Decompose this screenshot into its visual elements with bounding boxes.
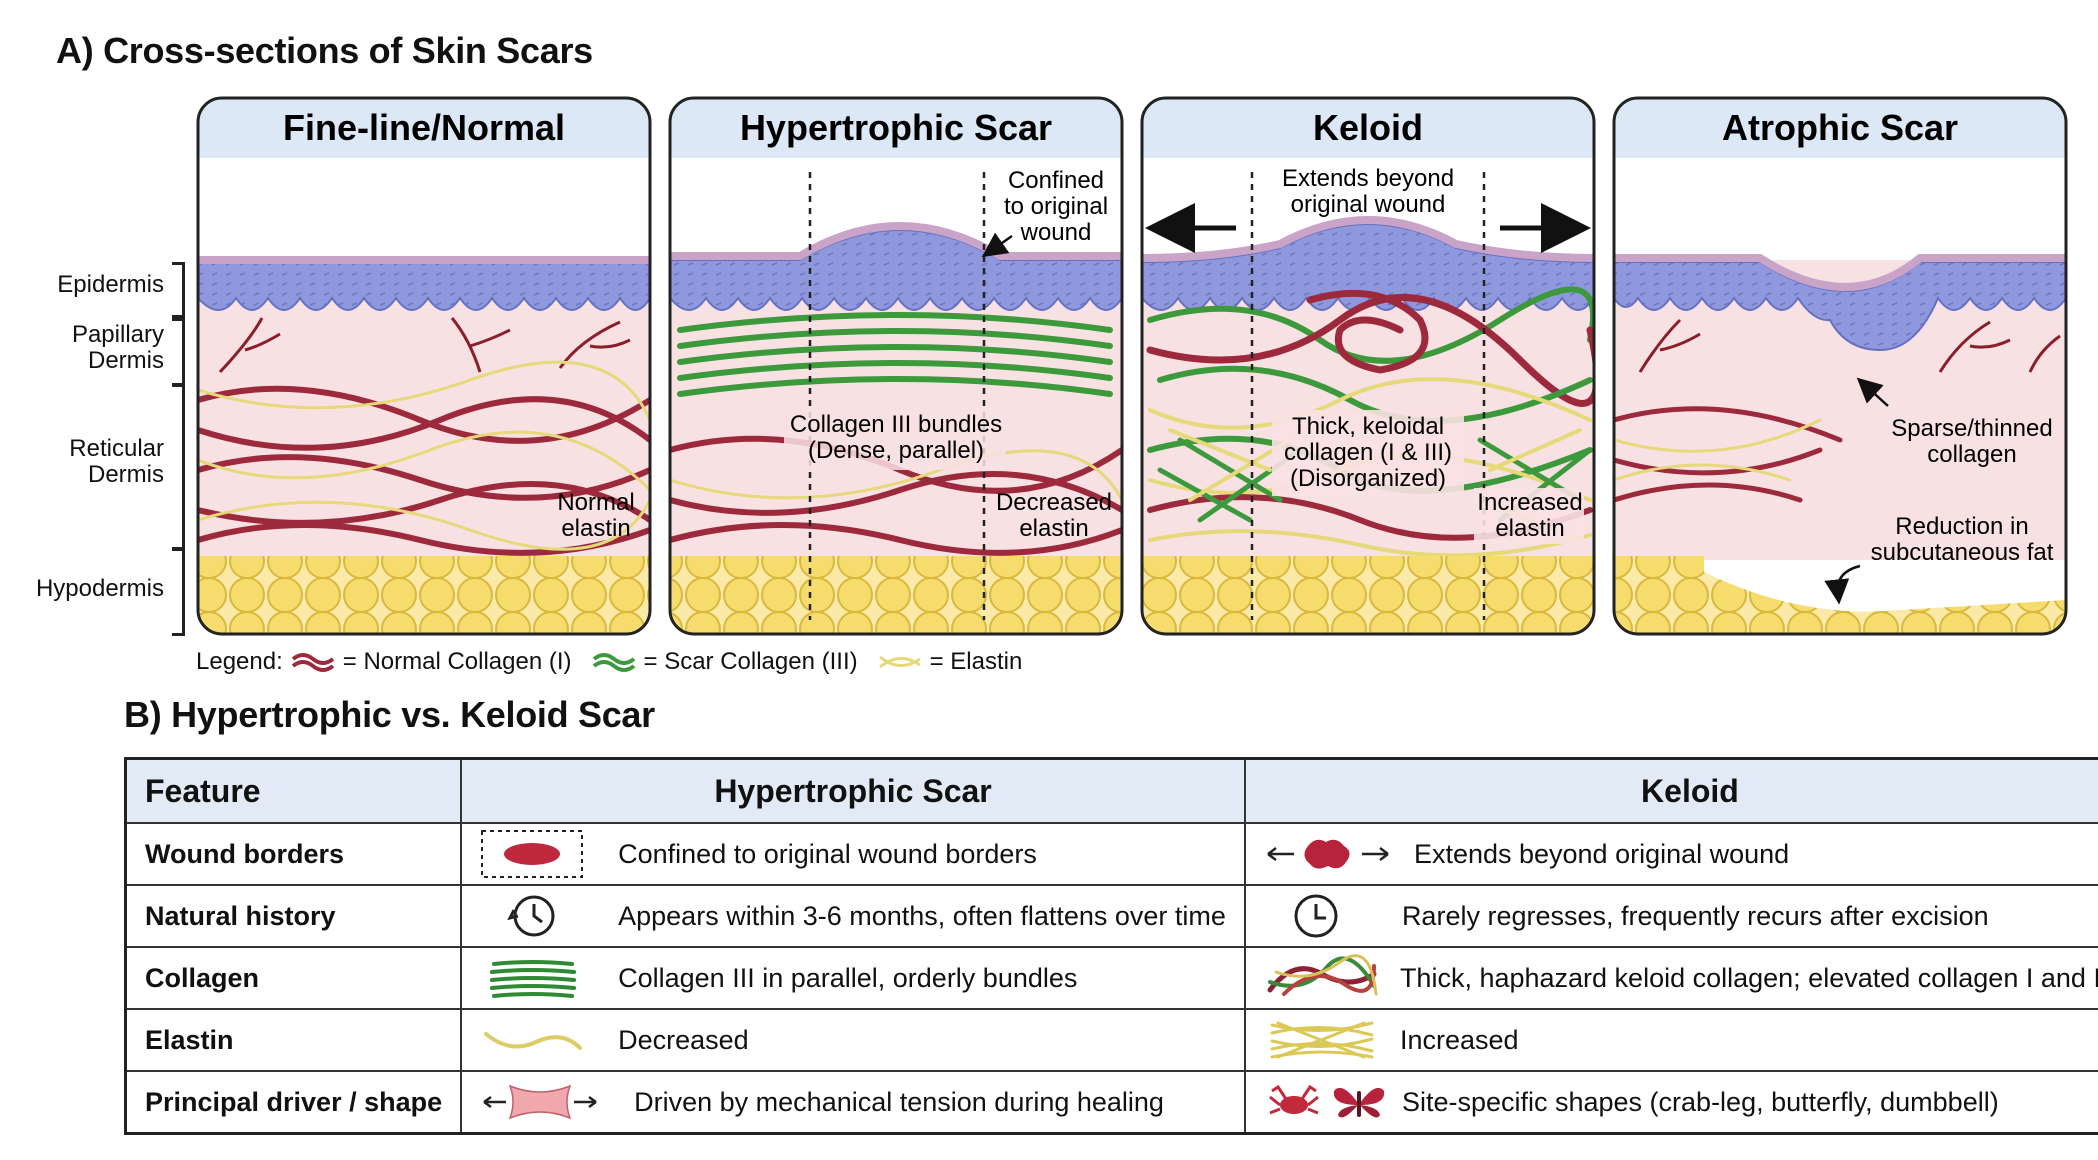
table-row: Natural history Appears within 3-6 month… [126,885,2098,947]
annotation-normal-elastin-1: Normal [557,489,634,516]
annotation-confined-3: wound [1020,219,1092,246]
comparison-table: Feature Hypertrophic Scar Keloid Wound b… [124,757,2098,1135]
annotation-fat-reduction-2: subcutaneous fat [1871,539,2054,566]
cross-section-figure: Fine-line/Normal Normal elastin Hypertro… [0,0,2098,680]
legend: Legend: = Normal Collagen (I) = Scar Col… [196,648,1022,676]
annotation-decreased-elastin-1: Decreased [996,489,1112,516]
header-keloid: Keloid [1245,759,2098,824]
panel-title-atrophic: Atrophic Scar [1722,107,1958,148]
clock-icon [1264,892,1368,940]
hypertrophic-cell: Confined to original wound borders [461,823,1245,885]
butterfly-icon [1334,1088,1384,1118]
table-row: Principal driver / shape Driven by mecha… [126,1071,2098,1134]
header-feature: Feature [126,759,462,824]
annotation-extends-2: original wound [1291,191,1446,218]
table-row: Elastin Decreased Increased [126,1009,2098,1071]
panel-title-normal: Fine-line/Normal [283,107,565,148]
feature-cell: Elastin [126,1009,462,1071]
annotation-increased-elastin-2: elastin [1495,515,1564,542]
keloid-cell: Rarely regresses, frequently recurs afte… [1245,885,2098,947]
annotation-increased-elastin-1: Increased [1477,489,1582,516]
section-b-title: B) Hypertrophic vs. Keloid Scar [124,694,655,736]
legend-elastin: = Elastin [930,648,1023,676]
legend-scar-collagen: = Scar Collagen (III) [644,648,858,676]
elastin-swatch-icon [878,651,922,673]
annotation-keloid-collagen-2: collagen (I & III) [1284,439,1452,466]
crab-butterfly-icon [1264,1077,1392,1127]
keloid-cell: Extends beyond original wound [1245,823,2098,885]
annotation-decreased-elastin-2: elastin [1019,515,1088,542]
keloid-cell: Site-specific shapes (crab-leg, butterfl… [1245,1071,2098,1134]
parallel-bundle-icon [480,956,584,1000]
annotation-keloid-collagen-1: Thick, keloidal [1292,413,1444,440]
normal-collagen-swatch-icon [291,651,335,673]
panel-title-keloid: Keloid [1313,107,1423,148]
single-fiber-icon [480,1020,584,1060]
keloid-cell: Increased [1245,1009,2098,1071]
tangled-collagen-icon [1264,954,1380,1002]
hypertrophic-cell: Decreased [461,1009,1245,1071]
crab-icon [1270,1087,1318,1114]
legend-label: Legend: [196,648,283,676]
table-row: Wound borders Confined to original wound… [126,823,2098,885]
table-header-row: Feature Hypertrophic Scar Keloid [126,759,2098,824]
dense-fibers-icon [1264,1017,1380,1063]
panel-normal [198,98,650,636]
feature-cell: Collagen [126,947,462,1009]
scar-collagen-swatch-icon [592,651,636,673]
dashed-box-oval-icon [480,829,584,879]
keloid-cell: Thick, haphazard keloid collagen; elevat… [1245,947,2098,1009]
hypertrophic-cell: Appears within 3-6 months, often flatten… [461,885,1245,947]
annotation-normal-elastin-2: elastin [561,515,630,542]
annotation-sparse-collagen-2: collagen [1927,441,2016,468]
feature-cell: Wound borders [126,823,462,885]
annotation-collagen-iii-2: (Dense, parallel) [808,437,984,464]
arrows-blob-icon [1264,832,1392,876]
header-hypertrophic: Hypertrophic Scar [461,759,1245,824]
table-row: Collagen Collagen III in parallel, order… [126,947,2098,1009]
tension-arrows-icon [480,1080,600,1124]
annotation-extends-1: Extends beyond [1282,165,1454,192]
panel-title-hypertrophic: Hypertrophic Scar [740,107,1052,148]
annotation-keloid-collagen-3: (Disorganized) [1290,465,1446,492]
annotation-fat-reduction-1: Reduction in [1895,513,2028,540]
history-clock-icon [480,892,584,940]
annotation-confined-1: Confined [1008,167,1104,194]
legend-normal-collagen: = Normal Collagen (I) [343,648,572,676]
feature-cell: Natural history [126,885,462,947]
annotation-collagen-iii-1: Collagen III bundles [790,411,1002,438]
hypertrophic-cell: Driven by mechanical tension during heal… [461,1071,1245,1134]
annotation-confined-2: to original [1004,193,1108,220]
feature-cell: Principal driver / shape [126,1071,462,1134]
hypertrophic-cell: Collagen III in parallel, orderly bundle… [461,947,1245,1009]
annotation-sparse-collagen-1: Sparse/thinned [1891,415,2052,442]
